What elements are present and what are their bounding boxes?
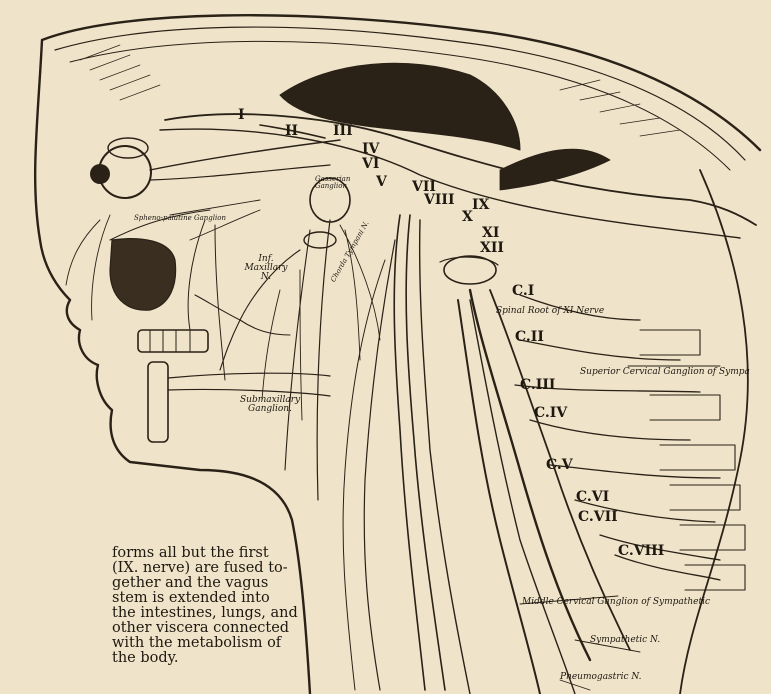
annotation-inf-maxillary: Inf. Maxillary N. — [242, 255, 290, 282]
cervical-label-c1: C.I — [512, 284, 534, 298]
cervical-label-c7: C.VII — [578, 510, 618, 524]
cranial-label-x: X — [462, 210, 473, 224]
cranial-label-iii: III — [333, 124, 353, 138]
annotation-submaxillary: Submaxillary Ganglion. — [240, 396, 300, 414]
annotation-spinal-root: Spinal Root of XI Nerve — [496, 307, 604, 316]
neck-outline — [680, 170, 748, 694]
annotation-spheno-palatine: Spheno-palatine Ganglion — [134, 215, 226, 222]
body-line: (IX. nerve) are fused to- — [112, 561, 272, 576]
cranial-label-iv: IV — [362, 142, 379, 156]
cervical-label-c2: C.II — [515, 330, 544, 344]
body-paragraph: forms all but the first (IX. nerve) are … — [112, 546, 272, 666]
body-line: other viscera connected — [112, 621, 272, 636]
annotation-gasserian: Gasserian Ganglion — [315, 176, 349, 190]
body-line: forms all but the first — [112, 546, 272, 561]
annotation-pneumogastric: Pneumogastric N. — [560, 673, 642, 682]
upper-teeth — [138, 330, 208, 352]
body-line: the body. — [112, 651, 272, 666]
brain-shadow — [280, 63, 520, 150]
cervical-label-c3: C.III — [520, 378, 555, 392]
cranial-label-xi: XI — [482, 226, 499, 240]
cervical-label-c5: C.V — [546, 458, 573, 472]
cervical-label-c8: C.VIII — [618, 544, 664, 558]
cranial-label-xii: XII — [480, 241, 504, 255]
annotation-middle-cervical: Middle Cervical Ganglion of Sympathetic — [522, 598, 710, 607]
cervical-label-c6: C.VI — [576, 490, 609, 504]
body-line: stem is extended into — [112, 591, 272, 606]
cranial-label-v: V — [376, 175, 387, 189]
body-line: with the metabolism of — [112, 636, 272, 651]
annotation-superior-cervical: Superior Cervical Ganglion of Sympa — [580, 368, 750, 377]
cranial-label-vi: VI — [362, 157, 379, 171]
cervical-label-c4: C.IV — [534, 406, 567, 420]
cranial-label-ix: IX — [472, 198, 489, 212]
cranial-label-ii: II — [285, 124, 298, 138]
annotation-sympathetic: Sympathetic N. — [590, 636, 660, 645]
cranial-label-viii: VIII — [424, 193, 455, 207]
cranial-label-i: I — [238, 108, 245, 122]
body-line: gether and the vagus — [112, 576, 272, 591]
maxillary-sinus — [110, 239, 176, 311]
body-line: the intestines, lungs, and — [112, 606, 272, 621]
